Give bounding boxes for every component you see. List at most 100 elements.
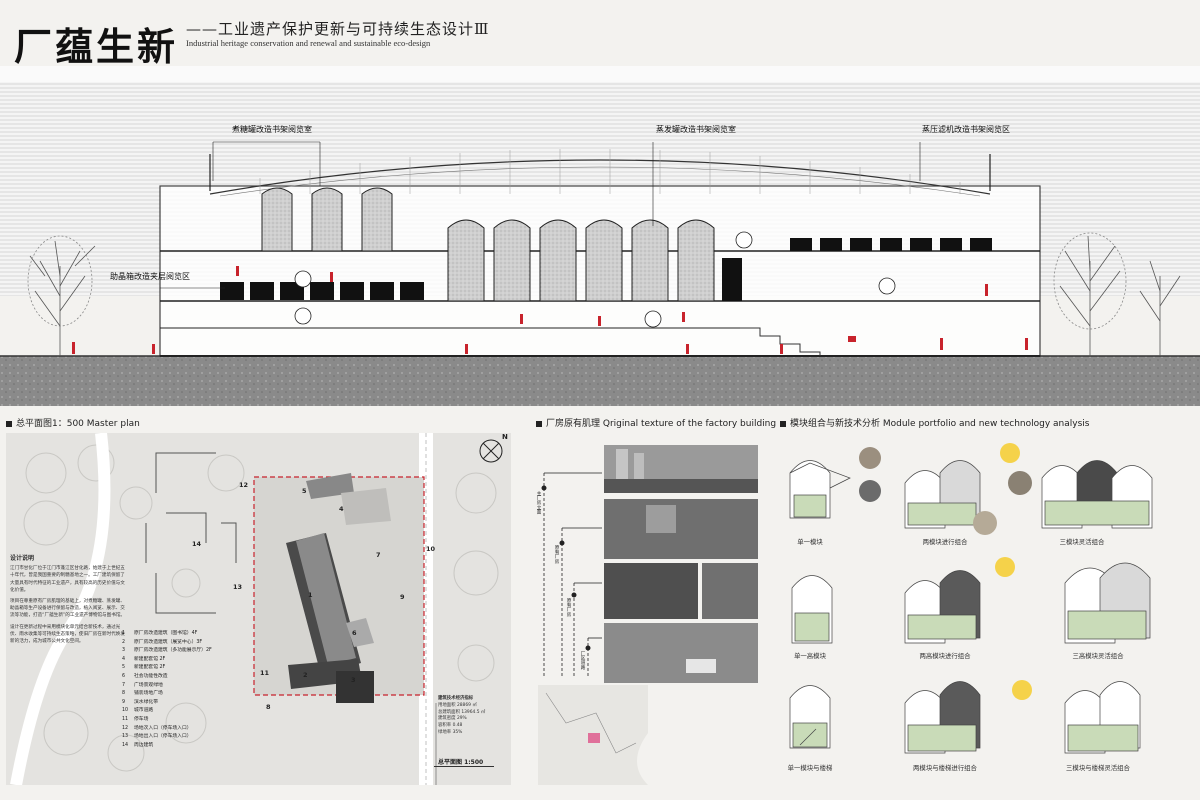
module-single-high [791,575,833,644]
photo-workshop [604,563,698,619]
plan-num-12: 12 [239,481,249,489]
plan-scale-line [434,766,494,767]
poster-subtitle: ——工业遗产保护更新与可持续生态设计Ⅲ [186,20,490,38]
tree-left [27,235,96,356]
stats-row: 建筑密度 29% [438,716,467,722]
tree-canopies [23,444,499,772]
poster-header: 厂蕴生新 ——工业遗产保护更新与可持续生态设计Ⅲ Industrial heri… [0,0,1200,70]
stats-row: 绿地率 35% [438,729,463,735]
module-caption-9: 三模块与楼梯灵活组合 [1066,764,1130,772]
module-caption-3: 三模块灵活组合 [1059,538,1105,546]
plan-num-6: 6 [352,629,357,637]
poster-title: 厂蕴生新 [14,24,179,69]
material-photo-1 [859,447,881,469]
photo-road [604,623,758,683]
tech-stats: 建筑技术经济指标 用地面积 28869 ㎡ 总建筑面积 13964.5 ㎡ 建筑… [438,696,508,737]
design-notes-title: 设计说明 [10,555,35,562]
texture-label-3: 厂区道路 [580,651,585,670]
plan-num-1: 1 [308,591,313,599]
texture-label-2: 原有厂房 [566,598,571,617]
label-mezzanine: 助晶箱改造夹层阅览区 [110,272,190,281]
texture-label-1: 原有厂房 [554,545,559,564]
design-notes: 设计说明 江门市甘化厂位于江门市蓬江区甘化路，始建于上世纪五十年代，曾是我国重要… [10,555,128,645]
plan-num-13: 13 [233,583,243,591]
photo-old-factory [604,499,758,559]
plan-num-3: 3 [351,676,356,684]
module-triple-stair [1064,681,1141,754]
roof-ribs [259,149,961,194]
site-buildings [286,473,391,703]
tree-right [1053,232,1181,356]
texture-header: 厂房原有肌理 Qriginal texture of the factory b… [536,416,776,429]
stats-row: 用地面积 28869 ㎡ [438,702,477,708]
route-diagram [543,472,602,678]
people-figures [72,266,1028,354]
module-double [904,460,981,529]
module-caption-2: 两模块进行组合 [922,538,968,546]
plan-scale-label: 总平面图 1:500 [438,759,484,766]
module-double-high [904,570,981,644]
plan-num-9: 9 [400,593,405,601]
material-photo-4 [973,511,997,535]
plan-num-11: 11 [260,669,270,677]
boiling-tanks [261,187,393,252]
plan-num-5: 5 [302,487,307,495]
modules-header: 模块组合与新技术分析 Module portfolio and new tech… [780,416,1089,429]
modules-panel: 单一模块 两模块进行组合 三模块灵活组合 单一高模块 两高模块进行组合 三高模块… [780,433,1200,785]
stats-row: 容积率 0.48 [438,723,463,729]
section-svg [0,66,1200,406]
sun-icon-3 [1012,680,1032,700]
module-triple [1041,460,1153,529]
stats-title: 建筑技术经济指标 [438,696,474,701]
module-triple-high [1064,562,1151,644]
ground-texture [0,356,1200,406]
plan-num-4: 4 [339,505,344,513]
modules-svg [789,443,1153,754]
evaporator-tanks [447,219,715,302]
plan-num-14: 14 [192,540,202,548]
module-caption-6: 三高模块灵活组合 [1072,652,1124,660]
sun-icon-2 [995,557,1015,577]
route-dots [541,485,591,651]
module-caption-7: 单一模块与楼梯 [787,764,833,772]
module-double-stair [904,681,981,754]
texture-label-0: 主厂房立面 [536,491,541,514]
detail-callouts [294,231,896,328]
label-leaders [160,141,921,289]
design-notes-p2: 项目在尊重原有厂房肌理的基础上，对煮糖罐、蒸发罐、助晶箱等生产设备进行保留与改造… [10,599,126,619]
texture-svg [538,445,761,785]
module-single-stair [789,685,831,749]
module-caption-8: 两模块与楼梯进行组合 [913,764,977,772]
plan-num-8: 8 [266,703,271,711]
master-plan-panel: N 12 5 4 14 7 1 13 9 6 2 3 11 8 10 设计说明 … [6,433,511,785]
poster-subtitle-en: Industrial heritage conservation and ren… [186,38,431,48]
stats-row: 总建筑面积 13964.5 ㎡ [438,709,486,715]
photo-machine [702,563,758,619]
label-press-filter: 蒸压滤机改造书架阅览区 [922,125,1010,134]
texture-panel: 主厂房立面 原有厂房 原有厂房 厂区道路 [536,433,761,785]
compass [479,439,503,463]
module-caption-4: 单一高模块 [794,652,826,660]
module-caption-5: 两高模块进行组合 [919,652,971,660]
plan-num-10: 10 [426,545,436,553]
material-photo-3 [1008,471,1032,495]
module-single [789,460,851,519]
building-section-drawing: 煮糖罐改造书架阅览室 蒸发罐改造书架阅览室 蒸压滤机改造书架阅览区 助晶箱改造夹… [0,66,1200,406]
label-boiling-tank: 煮糖罐改造书架阅览室 [232,125,312,134]
master-plan-svg [10,433,503,785]
